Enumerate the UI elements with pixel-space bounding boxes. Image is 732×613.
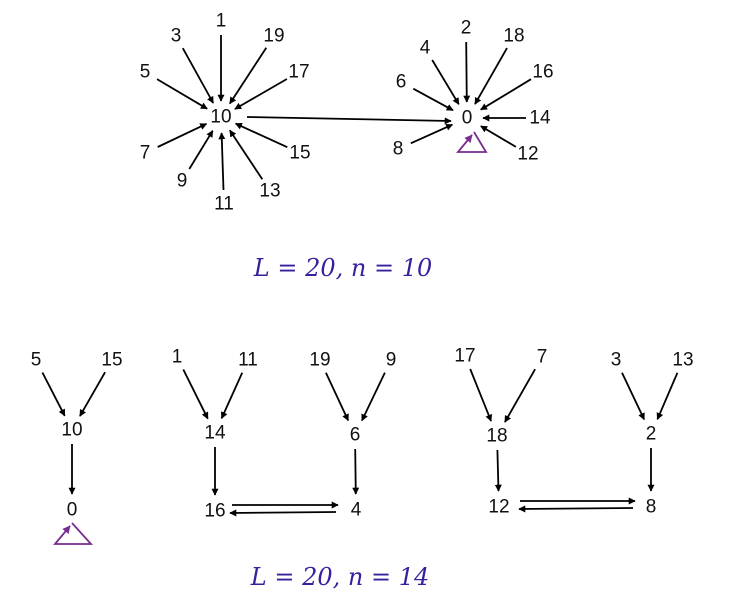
node-8: 8 (646, 497, 657, 518)
self-loops-layer (53, 131, 488, 545)
node-1: 1 (172, 347, 183, 368)
node-10: 10 (61, 420, 82, 441)
edge-1-to-14 (182, 369, 209, 420)
edge-8-to-12 (518, 505, 634, 513)
edge-18-to-0 (474, 47, 508, 105)
edge-4-to-0 (431, 59, 460, 105)
node-0: 0 (67, 500, 78, 521)
node-2: 2 (646, 424, 657, 445)
edge-6-to-0 (412, 87, 454, 112)
edge-19-to-6 (325, 372, 350, 422)
node-6: 6 (350, 425, 361, 446)
node-0: 0 (462, 108, 473, 129)
node-4: 4 (420, 38, 431, 59)
caption-graph-1: L = 20, n = 10 (253, 254, 432, 282)
node-5: 5 (140, 62, 151, 83)
edge-15-to-10 (79, 371, 106, 417)
edge-12-to-0 (480, 125, 517, 148)
node-19: 19 (309, 350, 330, 371)
node-16: 16 (204, 501, 225, 522)
node-4: 4 (351, 500, 362, 521)
node-7: 7 (140, 143, 151, 164)
node-17: 17 (454, 346, 475, 367)
node-14: 14 (529, 108, 551, 129)
node-3: 3 (611, 350, 622, 371)
edge-3-to-10 (182, 47, 214, 104)
edge-9-to-10 (188, 130, 214, 170)
node-11: 11 (214, 194, 234, 215)
edge-5-to-10 (41, 372, 66, 417)
node-1: 1 (216, 11, 227, 32)
node-10: 10 (210, 107, 231, 128)
node-16: 16 (532, 62, 553, 83)
node-2: 2 (461, 18, 472, 39)
edge-11-to-14 (220, 372, 244, 420)
self-loop-0 (456, 131, 488, 153)
node-13: 13 (259, 181, 280, 202)
edge-13-to-10 (229, 129, 264, 180)
edge-4-to-16 (229, 509, 337, 517)
edge-18-to-12 (494, 449, 502, 492)
edge-2-to-0 (463, 41, 471, 103)
edges-layer (41, 35, 679, 517)
node-15: 15 (289, 143, 310, 164)
node-18: 18 (503, 26, 524, 47)
edge-9-to-6 (361, 372, 386, 422)
edge-10-to-0 (246, 116, 452, 125)
node-13: 13 (672, 350, 693, 371)
node-12: 12 (517, 144, 538, 165)
edge-11-to-10 (218, 132, 226, 191)
node-18: 18 (486, 426, 507, 447)
edge-7-to-10 (157, 122, 208, 148)
edge-17-to-18 (469, 368, 493, 422)
node-8: 8 (393, 139, 404, 160)
node-3: 3 (171, 26, 182, 47)
node-5: 5 (31, 350, 42, 371)
node-12: 12 (488, 497, 509, 518)
edge-3-to-2 (621, 372, 646, 421)
node-7: 7 (537, 347, 548, 368)
edge-5-to-10 (156, 78, 208, 110)
edge-17-to-10 (234, 78, 288, 110)
edge-7-to-18 (504, 368, 536, 423)
node-17: 17 (288, 62, 309, 83)
edge-8-to-0 (410, 123, 454, 145)
node-6: 6 (396, 72, 407, 93)
node-19: 19 (263, 26, 284, 47)
node-11: 11 (238, 350, 258, 371)
edge-13-to-2 (656, 372, 679, 420)
self-loop-0 (53, 522, 94, 545)
node-9: 9 (177, 171, 188, 192)
edge-15-to-10 (234, 122, 288, 149)
edge-6-to-4 (352, 448, 360, 495)
node-14: 14 (204, 423, 226, 444)
node-15: 15 (101, 350, 122, 371)
caption-graph-2: L = 20, n = 14 (250, 563, 429, 591)
edge-16-to-0 (480, 78, 532, 111)
edge-19-to-10 (229, 47, 268, 105)
node-9: 9 (386, 350, 397, 371)
captions-layer: L = 20, n = 10 L = 20, n = 14 (250, 254, 432, 591)
